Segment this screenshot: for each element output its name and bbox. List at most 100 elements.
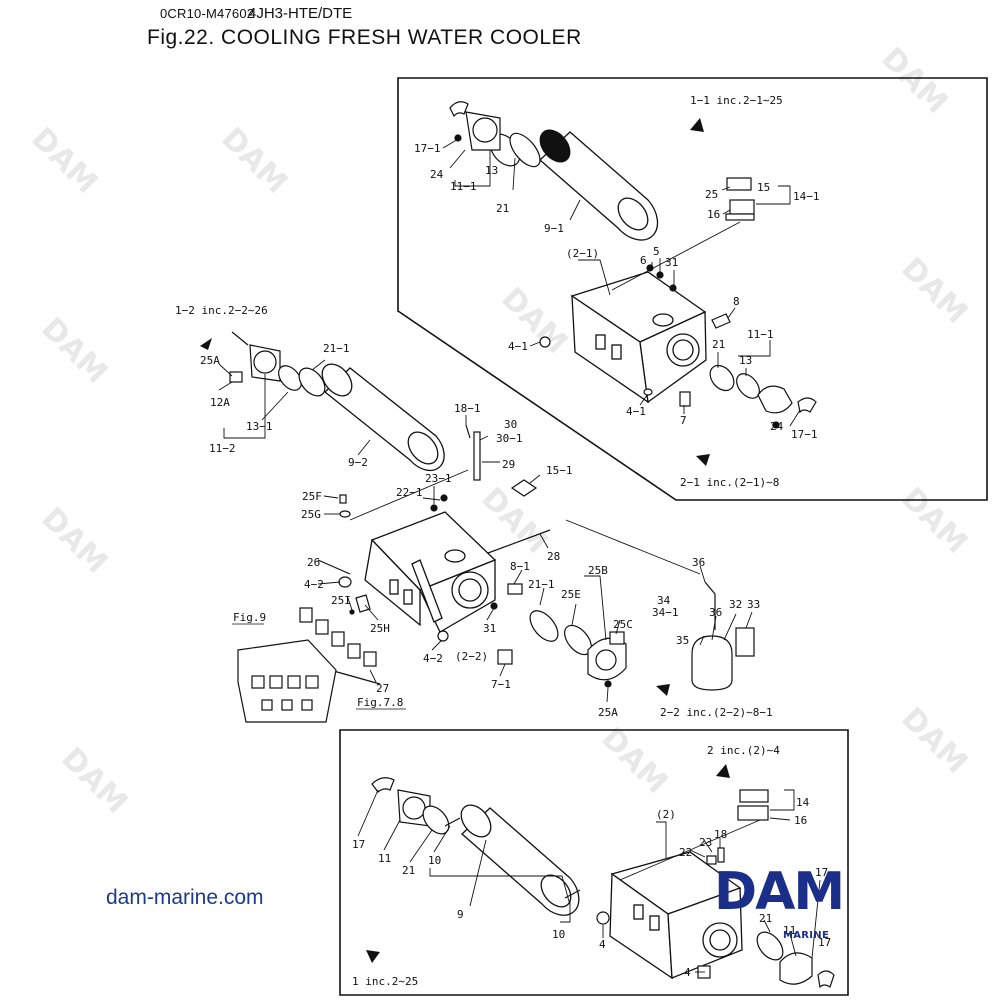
svg-text:23−1: 23−1 — [425, 472, 452, 485]
svg-text:4: 4 — [599, 938, 606, 951]
svg-text:4: 4 — [684, 966, 691, 979]
svg-text:25B: 25B — [588, 564, 608, 577]
svg-text:13: 13 — [739, 354, 752, 367]
svg-text:4−1: 4−1 — [508, 340, 528, 353]
svg-text:16: 16 — [707, 208, 720, 221]
svg-text:DAM: DAM — [594, 721, 674, 801]
svg-text:17−1: 17−1 — [414, 142, 441, 155]
svg-text:11−1: 11−1 — [747, 328, 774, 341]
svg-text:9−2: 9−2 — [348, 456, 368, 469]
svg-text:DAM: DAM — [894, 251, 974, 331]
tube-stack-9-2 — [321, 363, 445, 472]
svg-text:25A: 25A — [598, 706, 618, 719]
svg-text:31: 31 — [665, 256, 678, 269]
svg-text:21: 21 — [712, 338, 725, 351]
svg-text:DAM: DAM — [474, 481, 554, 561]
svg-text:22: 22 — [679, 846, 692, 859]
svg-text:26: 26 — [307, 556, 320, 569]
part-labels-top: 17−1 24 11−1 13 21 9−1 25 15 14−1 16 (2−… — [414, 142, 820, 441]
svg-text:33: 33 — [747, 598, 760, 611]
svg-text:10: 10 — [428, 854, 441, 867]
svg-text:14−1: 14−1 — [793, 190, 820, 203]
svg-text:21: 21 — [759, 912, 772, 925]
svg-text:DAM: DAM — [894, 481, 974, 561]
svg-text:15: 15 — [757, 181, 770, 194]
svg-text:4−2: 4−2 — [304, 578, 324, 591]
svg-text:22−1: 22−1 — [396, 486, 423, 499]
svg-text:DAM: DAM — [34, 501, 114, 581]
svg-text:17: 17 — [818, 936, 831, 949]
svg-text:4−1: 4−1 — [626, 405, 646, 418]
svg-text:30−1: 30−1 — [496, 432, 523, 445]
svg-text:24: 24 — [430, 168, 444, 181]
svg-text:8: 8 — [733, 295, 740, 308]
svg-text:9: 9 — [457, 908, 464, 921]
svg-text:21−1: 21−1 — [323, 342, 350, 355]
svg-text:35: 35 — [676, 634, 689, 647]
svg-text:DAM: DAM — [874, 41, 954, 121]
website-link[interactable]: dam-marine.com — [106, 886, 264, 909]
frame-assembly-1 — [339, 729, 849, 996]
tube-stack-9 — [460, 804, 580, 916]
svg-text:DAM: DAM — [34, 311, 114, 391]
assembly-note-1-2: 1−2 inc.2−2∼26 — [175, 304, 268, 317]
svg-text:25C: 25C — [613, 618, 633, 631]
tube-stack-9-1 — [539, 129, 659, 241]
manifold-gaskets-27 — [299, 607, 381, 685]
svg-text:11: 11 — [783, 924, 796, 937]
svg-text:21: 21 — [496, 202, 509, 215]
svg-text:10: 10 — [552, 928, 565, 941]
svg-text:11−1: 11−1 — [450, 180, 477, 193]
svg-text:8−1: 8−1 — [510, 560, 530, 573]
svg-text:27: 27 — [376, 682, 389, 695]
svg-text:30: 30 — [504, 418, 517, 431]
frame-assembly-1-1 — [397, 77, 988, 501]
svg-text:13: 13 — [485, 164, 498, 177]
svg-text:25G: 25G — [301, 508, 321, 521]
svg-text:DAM: DAM — [54, 741, 134, 821]
svg-text:5: 5 — [653, 245, 660, 258]
engine-block-fig9 — [237, 639, 337, 723]
svg-text:(2−2): (2−2) — [455, 650, 488, 663]
top-leaders — [442, 137, 801, 427]
svg-text:14: 14 — [796, 796, 810, 809]
svg-text:24: 24 — [770, 420, 784, 433]
svg-text:11: 11 — [378, 852, 391, 865]
page-title: Fig.22. COOLING FRESH WATER COOLER — [147, 26, 582, 49]
ref-fig9: Fig.9 — [233, 611, 266, 624]
svg-text:36: 36 — [692, 556, 705, 569]
assembly-note-1-1: 1−1 inc.2−1∼25 — [690, 94, 783, 107]
svg-text:31: 31 — [483, 622, 496, 635]
svg-text:25: 25 — [705, 188, 718, 201]
svg-text:7: 7 — [680, 414, 687, 427]
svg-text:6: 6 — [640, 254, 647, 267]
ref-fig78: Fig.7.8 — [357, 696, 403, 709]
svg-text:25H: 25H — [370, 622, 390, 635]
svg-text:21−1: 21−1 — [528, 578, 555, 591]
svg-text:7−1: 7−1 — [491, 678, 511, 691]
svg-text:17: 17 — [352, 838, 365, 851]
svg-text:23: 23 — [699, 836, 712, 849]
svg-text:34: 34 — [657, 594, 671, 607]
svg-text:(2−1): (2−1) — [566, 247, 599, 260]
svg-text:18−1: 18−1 — [454, 402, 481, 415]
svg-text:21: 21 — [402, 864, 415, 877]
svg-text:18: 18 — [714, 828, 727, 841]
part-labels-middle: 25A 12A 11−2 13−1 21−1 9−2 18−1 30 30−1 … — [200, 342, 760, 719]
assembly-note-1: 1 inc.2∼25 — [352, 975, 418, 988]
svg-text:25I: 25I — [331, 594, 351, 607]
middle-leaders — [218, 359, 753, 703]
middle-small-parts — [229, 331, 755, 691]
assembly-note-2-2: 2−2 inc.(2−2)∼8−1 — [660, 706, 773, 719]
svg-text:4−2: 4−2 — [423, 652, 443, 665]
bottom-small-parts — [371, 777, 835, 989]
assembly-arrows — [200, 118, 730, 963]
svg-text:DAM: DAM — [494, 281, 574, 361]
svg-text:36: 36 — [709, 606, 722, 619]
top-small-parts — [449, 101, 817, 429]
svg-text:DAM: DAM — [214, 121, 294, 201]
svg-text:17−1: 17−1 — [791, 428, 818, 441]
part-labels-bottom: 17 11 21 10 9 10 (2) 22 23 18 14 16 17 4… — [352, 796, 831, 979]
document-id: 0CR10-M47602 — [160, 6, 255, 21]
dam-logo-subtext: MARINE — [783, 930, 830, 941]
